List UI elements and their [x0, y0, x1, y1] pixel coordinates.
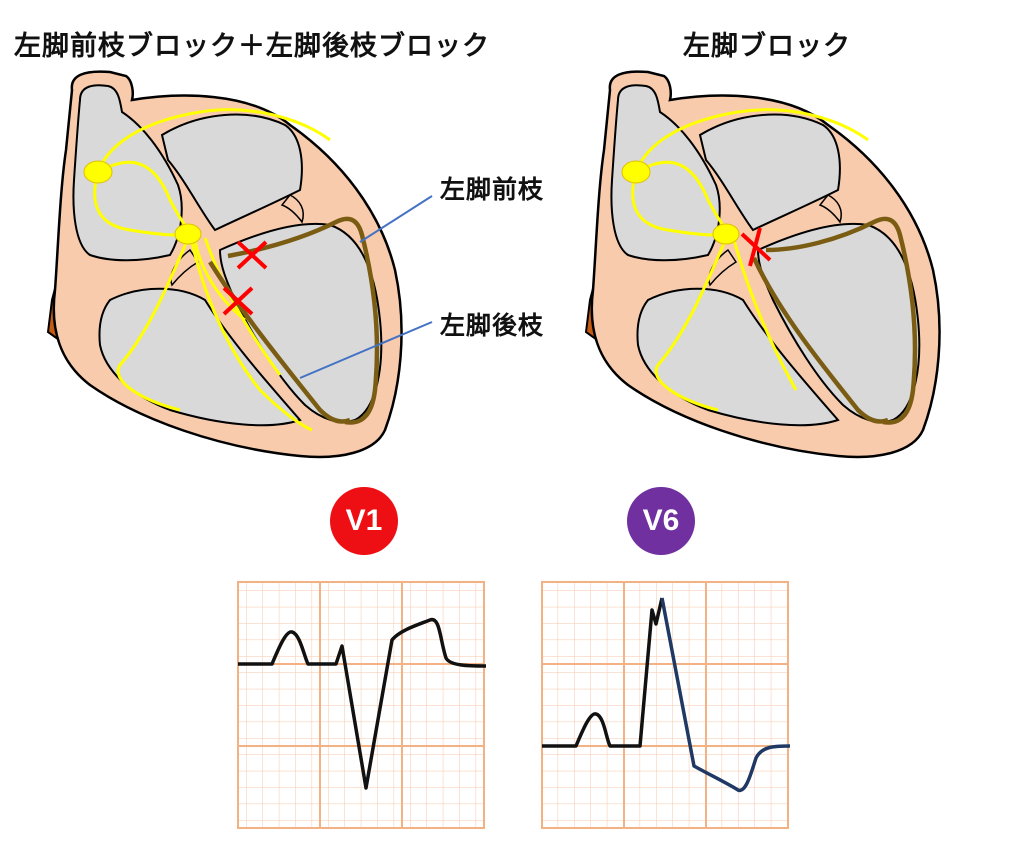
heart-anatomy	[46, 70, 403, 459]
ecg-trace-v1	[238, 617, 487, 790]
ecg-trace-v6-st	[660, 597, 791, 793]
block-mark-posterior	[222, 286, 254, 316]
conduction-yellow-left	[93, 108, 331, 432]
pointer-anterior	[359, 195, 433, 243]
ecg-trace-v6-qrs	[542, 597, 664, 748]
title-combined-fascicular-block: 左脚前枝ブロック＋左脚後枝ブロック	[14, 31, 490, 62]
label-left-anterior-fascicle: 左脚前枝	[440, 175, 545, 204]
heart-diagram-left	[46, 70, 433, 459]
label-left-posterior-fascicle: 左脚後枝	[440, 311, 545, 340]
ecg-strip-v6	[541, 581, 791, 829]
block-mark-main-bundle	[740, 227, 772, 267]
conduction-brown-right	[751, 216, 918, 425]
ecg-strip-v1	[237, 581, 487, 829]
av-node	[712, 223, 740, 245]
lead-badge-v6: V6	[627, 487, 695, 555]
heart-anatomy	[584, 70, 941, 459]
sa-node	[621, 160, 651, 184]
block-mark-anterior	[236, 240, 268, 270]
lead-badge-v1: V1	[330, 487, 398, 555]
sa-node	[83, 160, 113, 184]
av-node	[174, 223, 202, 245]
pointer-posterior	[299, 321, 433, 379]
heart-diagram-right	[584, 70, 941, 459]
title-left-bundle-branch-block: 左脚ブロック	[683, 31, 851, 62]
